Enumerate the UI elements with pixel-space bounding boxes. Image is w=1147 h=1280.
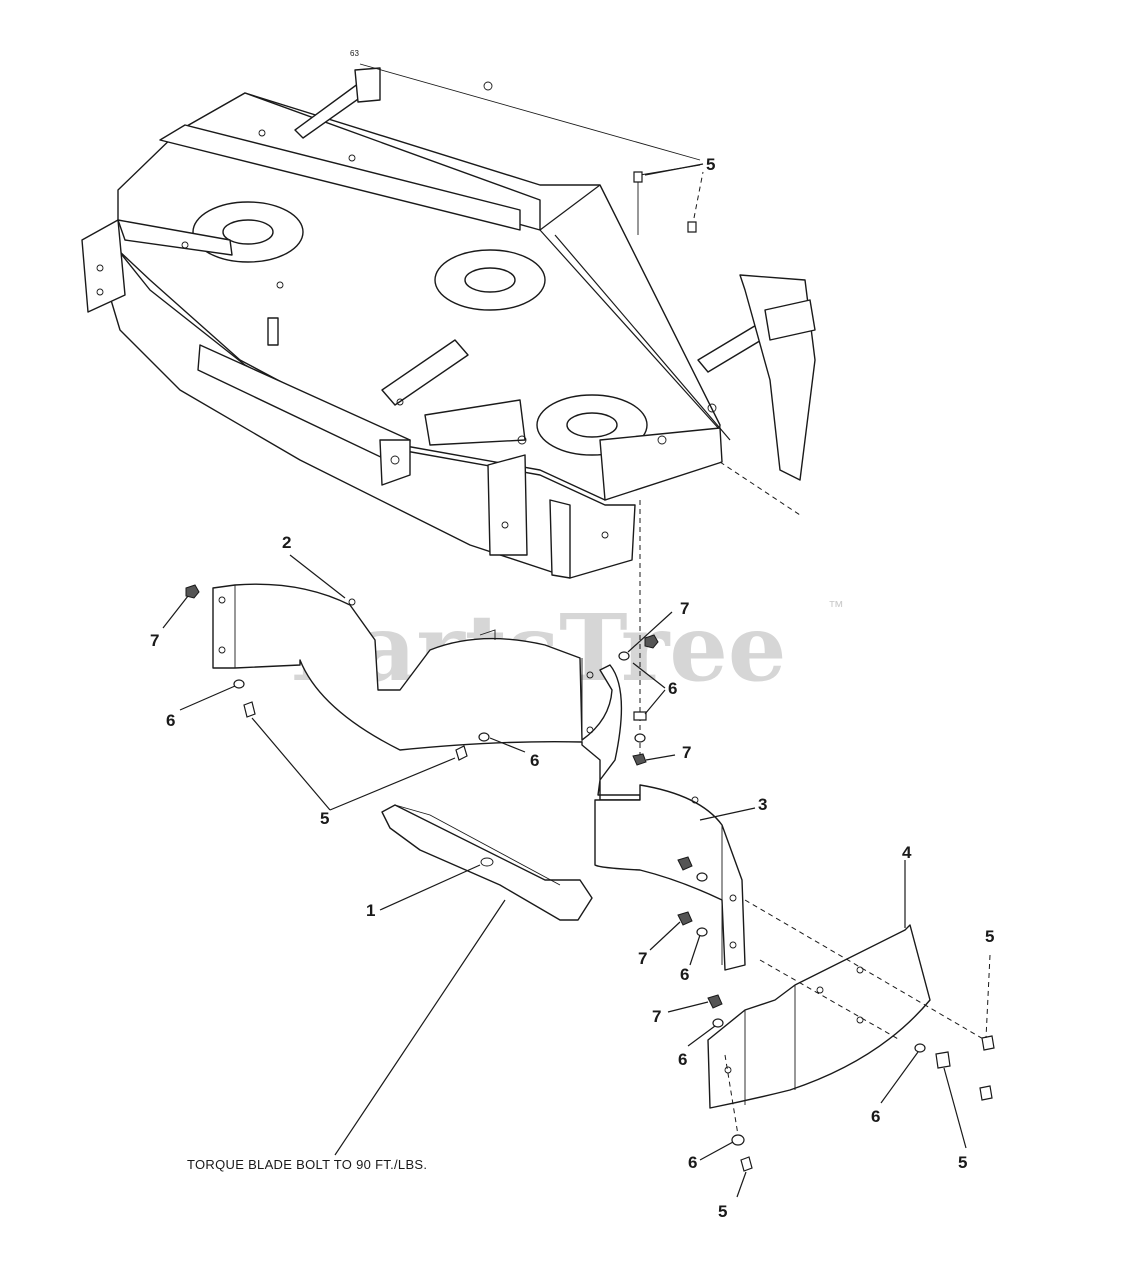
- baffle-right: [707, 924, 931, 1109]
- reference-mark: 63: [350, 49, 359, 58]
- watermark-trademark: ™: [828, 599, 844, 616]
- callout-7-lower2: 7: [652, 1007, 661, 1026]
- baffle-left: [212, 583, 641, 801]
- spindle-ring-left: [192, 201, 304, 263]
- callout-5-right-top: 5: [985, 927, 994, 946]
- callout-7-center: 7: [682, 743, 691, 762]
- bolt-top-1: [633, 171, 643, 235]
- hardware: [185, 584, 995, 1172]
- baffle-center: [594, 784, 746, 971]
- callout-1: 1: [366, 901, 375, 920]
- callout-5-right-bottom: 5: [958, 1153, 967, 1172]
- callout-6-bottom: 6: [688, 1153, 697, 1172]
- callout-6-mid: 6: [530, 751, 539, 770]
- callout-5-top: 5: [706, 155, 715, 174]
- blade: [381, 804, 593, 921]
- callout-5-bottom: 5: [718, 1202, 727, 1221]
- callout-2: 2: [282, 533, 291, 552]
- callout-7-left: 7: [150, 631, 159, 650]
- callout-7-center-top: 7: [680, 599, 689, 618]
- callout-6-left: 6: [166, 711, 175, 730]
- mower-deck: 63: [81, 49, 816, 579]
- callout-6-lower: 6: [680, 965, 689, 984]
- spindle-ring-center: [434, 249, 546, 311]
- torque-note: TORQUE BLADE BOLT TO 90 FT./LBS.: [187, 1157, 427, 1172]
- callout-6-right: 6: [871, 1107, 880, 1126]
- callout-3: 3: [758, 795, 767, 814]
- callout-7-lower: 7: [638, 949, 647, 968]
- callout-6-lower2: 6: [678, 1050, 687, 1069]
- callout-5-left: 5: [320, 809, 329, 828]
- callout-6-center: 6: [668, 679, 677, 698]
- leader-lines: [162, 554, 991, 1198]
- bolt-top-2: [687, 221, 697, 233]
- callout-4: 4: [902, 843, 912, 862]
